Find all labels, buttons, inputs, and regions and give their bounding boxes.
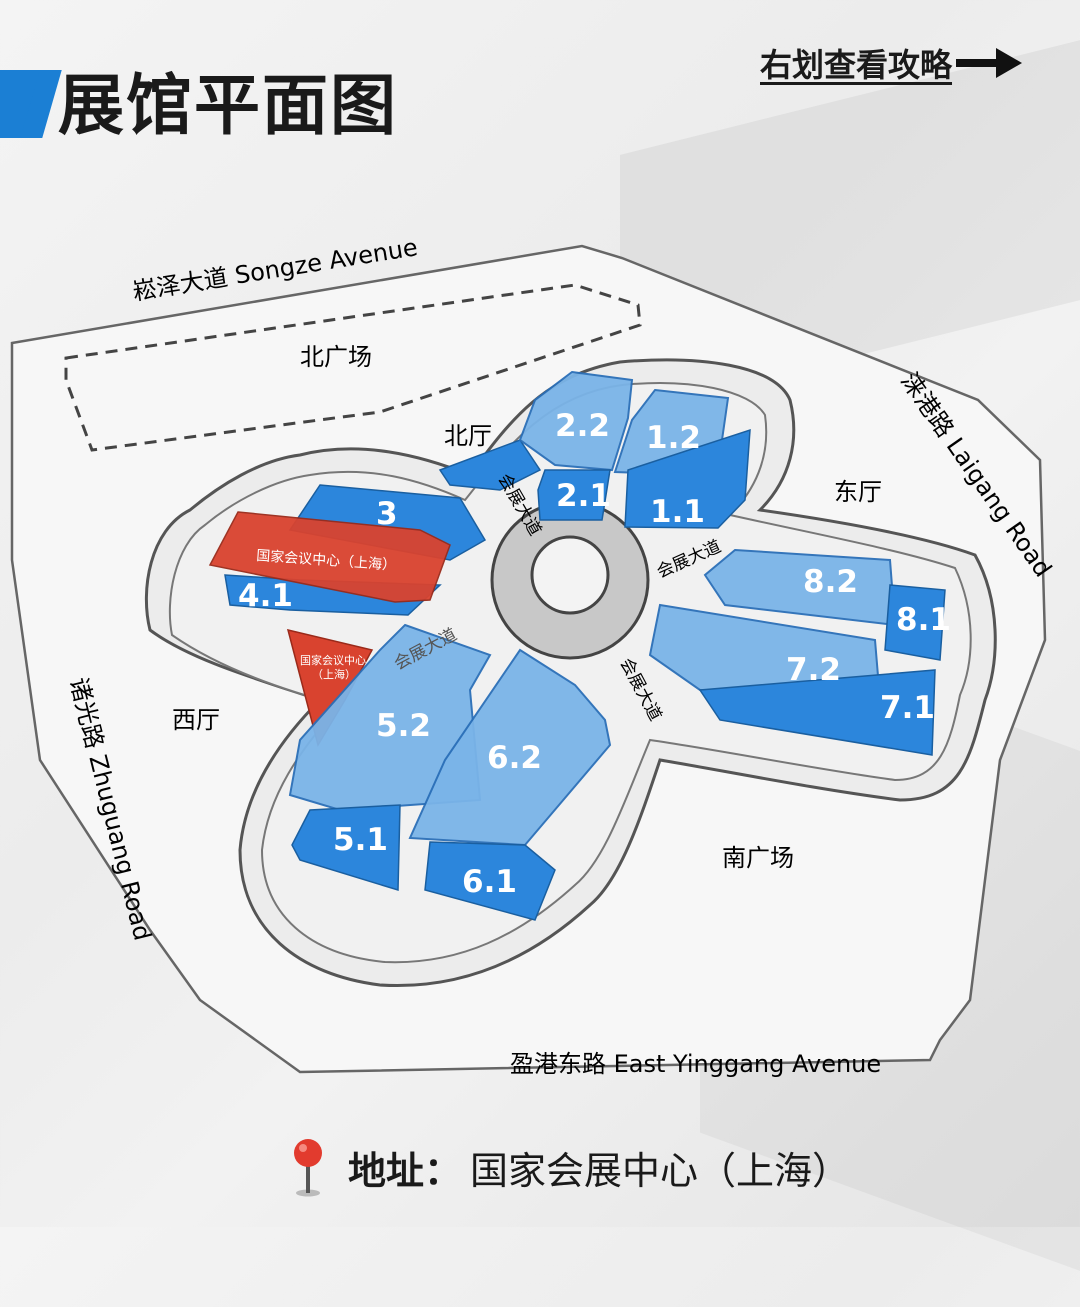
north-plaza-area: [64, 283, 642, 452]
hall-7-1-block: [698, 669, 936, 756]
address-value: 国家会展中心（上海）: [470, 1148, 851, 1193]
page-title: 展馆平面图: [58, 67, 398, 144]
north-plaza-label: 北广场: [300, 343, 372, 371]
hall-1-2-label: 1.2: [646, 420, 701, 456]
location-pin-icon: [294, 1139, 322, 1197]
venue-floor-map: 崧泽大道 Songze Avenue 诸光路 Zhuguang Road 涞港路…: [10, 233, 1057, 1078]
hall-5-1-label: 5.1: [333, 822, 388, 858]
arrow-right-icon: [956, 48, 1023, 78]
hall-8-2-label: 8.2: [803, 564, 858, 600]
hall-5-2-label: 5.2: [376, 708, 431, 744]
hall-5-1-block: [291, 804, 401, 892]
hall-2-2-label: 2.2: [555, 408, 610, 444]
east-lobby-label: 东厅: [834, 478, 882, 506]
hall-7-1-label: 7.1: [880, 690, 935, 726]
hall-2-1-label: 2.1: [556, 478, 611, 514]
hall-8-1-block: [884, 584, 946, 661]
hall-4-1-label: 4.1: [238, 578, 293, 614]
swipe-hint-link[interactable]: 右划查看攻略: [760, 40, 1023, 86]
hall-3-label: 3: [376, 496, 398, 532]
convention-center-block: [208, 511, 451, 603]
hall-1-1-block: [624, 428, 751, 529]
hall-2-1-block: [537, 469, 611, 521]
road-label-south: 盈港东路 East Yinggang Avenue: [510, 1050, 881, 1078]
west-lobby-label: 西厅: [172, 706, 220, 734]
address-row: 地址： 国家会展中心（上海）: [290, 1132, 850, 1202]
address-label: 地址：: [348, 1148, 463, 1193]
north-lobby-label: 北厅: [444, 422, 492, 450]
hall-1-1-label: 1.1: [650, 494, 705, 530]
south-plaza-label: 南广场: [722, 844, 794, 872]
hall-7-2-label: 7.2: [786, 652, 841, 688]
north-lobby-block: [438, 439, 542, 491]
hall-6-2-block: [408, 648, 612, 847]
hall-6-2-label: 6.2: [487, 740, 542, 776]
hall-2-2-block: [518, 370, 634, 472]
central-ring-inner: [530, 535, 610, 615]
swipe-hint-label: 右划查看攻略: [760, 46, 953, 84]
hall-6-1-label: 6.1: [462, 864, 517, 900]
hall-6-1-block: [424, 841, 556, 921]
convention-center-small-label-2: （上海）: [312, 667, 356, 681]
convention-center-small-label: 国家会议中心: [300, 653, 366, 667]
hall-8-2-block: [703, 548, 897, 627]
hall-8-1-label: 8.1: [896, 602, 951, 638]
